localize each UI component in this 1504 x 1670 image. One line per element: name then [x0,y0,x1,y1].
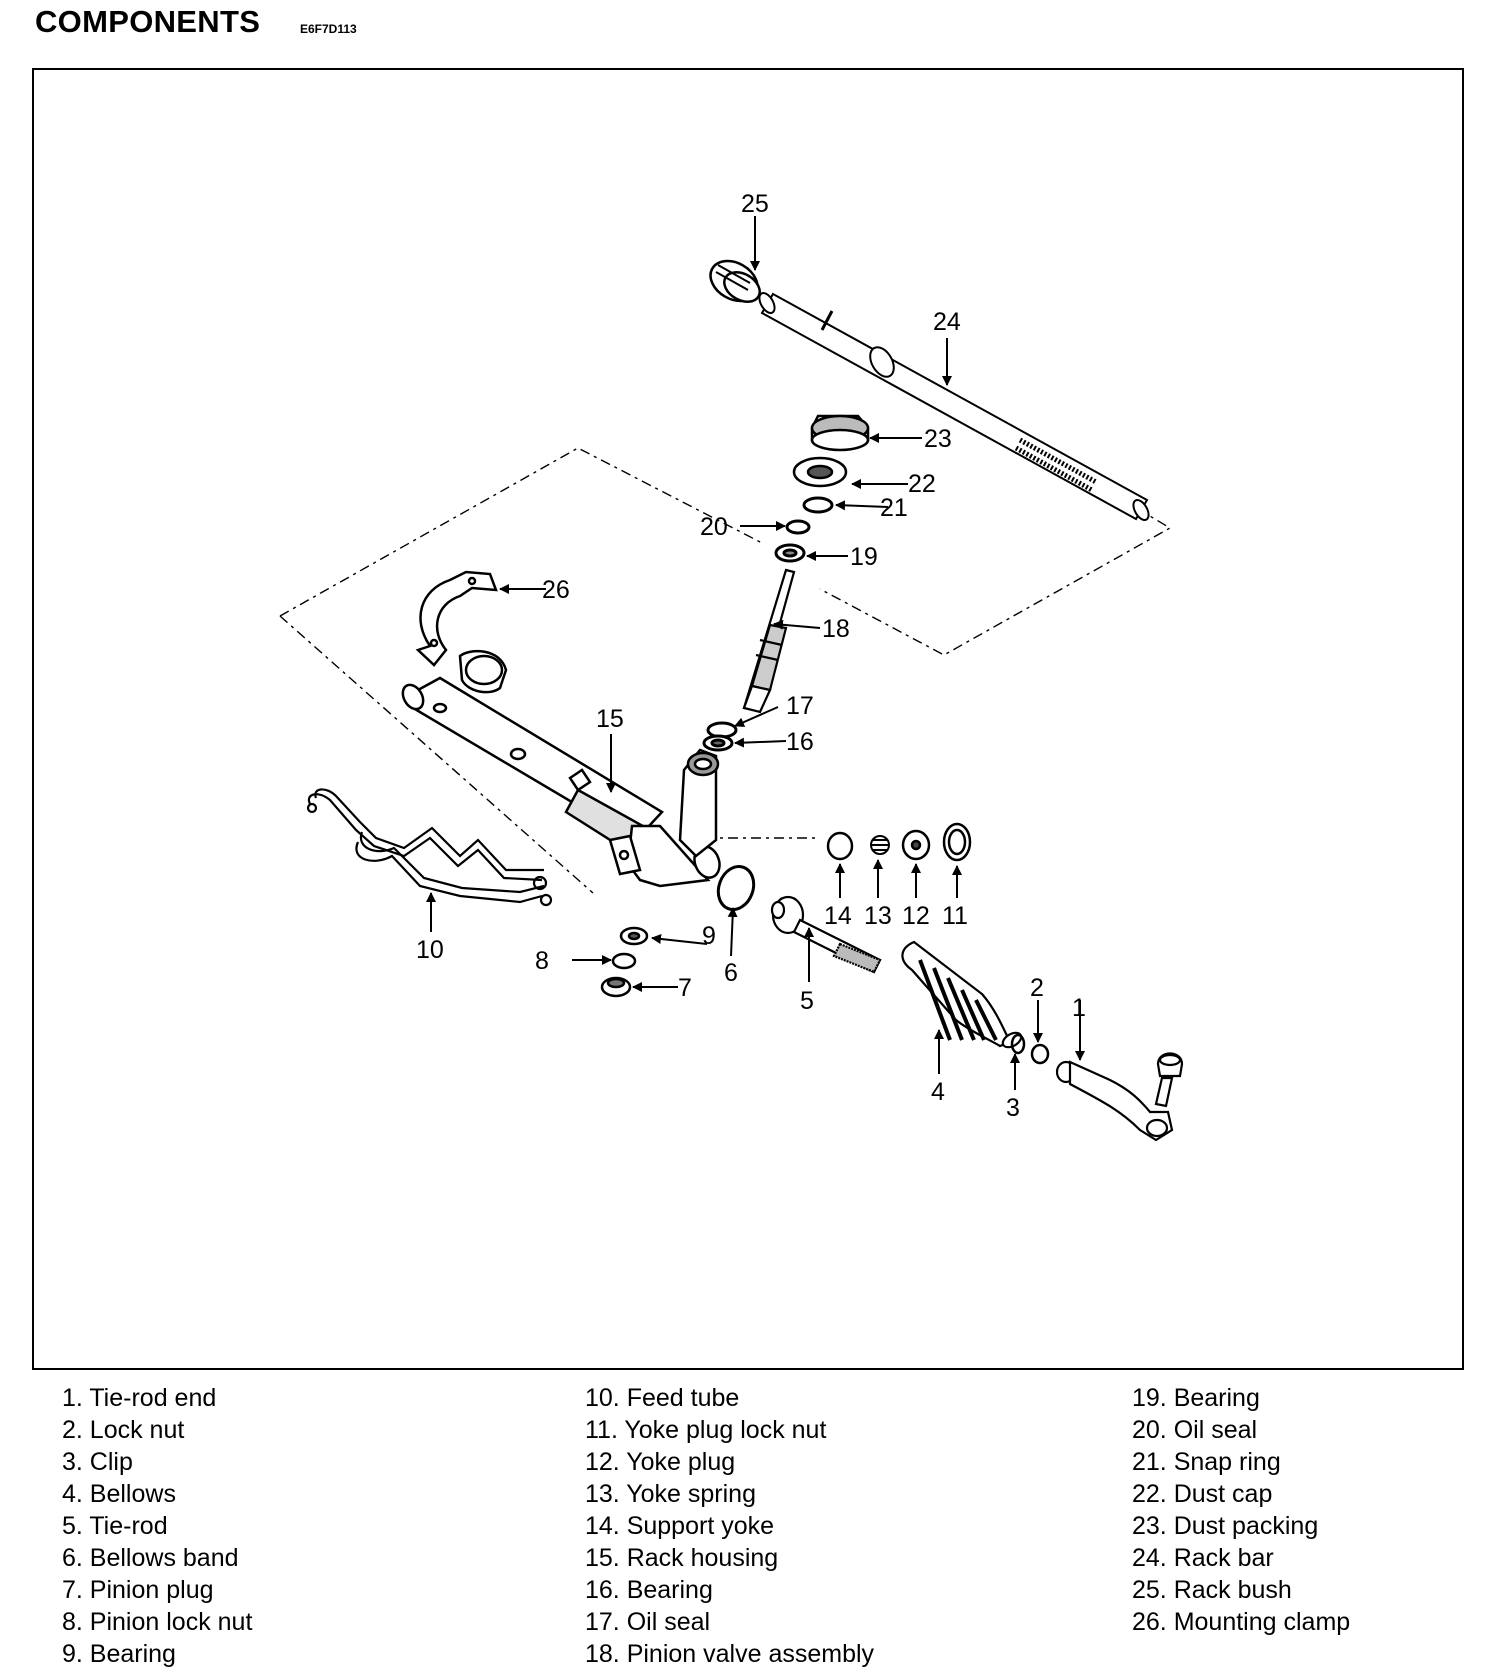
rack-bar-part [758,292,1150,521]
yoke-plug-part [901,829,931,861]
callout-1: 1 [1072,994,1086,1022]
legend-item: 26. Mounting clamp [1132,1608,1351,1636]
bearing-9-part [619,926,649,946]
legend-item: 22. Dust cap [1132,1480,1273,1508]
callout-13: 13 [864,902,892,930]
callout-20: 20 [700,513,728,541]
legend-item: 15. Rack housing [585,1544,779,1572]
callout-11: 11 [942,902,968,930]
pinion-lock-nut-part [611,952,637,970]
oil-seal-20-part [785,519,811,535]
callout-25: 25 [741,190,769,218]
feed-tube-part [306,788,553,907]
legend-item: 1. Tie-rod end [62,1384,217,1412]
callout-26: 26 [542,576,570,604]
support-yoke-part [826,831,854,861]
callout-2: 2 [1030,974,1044,1002]
legend-item: 8. Pinion lock nut [62,1608,253,1636]
legend-item: 19. Bearing [1132,1384,1260,1412]
lock-nut-part [1030,1043,1050,1065]
snap-ring-part [802,496,834,514]
legend-item: 12. Yoke plug [585,1448,736,1476]
callout-12: 12 [902,902,930,930]
dust-packing-part [810,414,870,452]
callout-8: 8 [535,947,549,975]
callout-7: 7 [678,974,692,1002]
tie-rod-part [770,895,882,974]
legend-item: 16. Bearing [585,1576,713,1604]
legend-item: 4. Bellows [62,1480,176,1508]
legend-item: 5. Tie-rod [62,1512,168,1540]
leader-arrows [426,216,1085,1090]
legend-item: 20. Oil seal [1132,1416,1258,1444]
legend-item: 23. Dust packing [1132,1512,1319,1540]
callout-4: 4 [931,1078,945,1106]
tie-rod-end-part [1055,1052,1184,1142]
yoke-plug-lock-nut-part [942,822,972,862]
callout-14: 14 [824,902,852,930]
legend-item: 17. Oil seal [585,1608,711,1636]
legend-item: 9. Bearing [62,1640,176,1668]
callout-15: 15 [596,705,624,733]
legend-column-1: 1. Tie-rod end 2. Lock nut 3. Clip 4. Be… [62,1382,252,1670]
legend-item: 24. Rack bar [1132,1544,1274,1572]
legend-item: 25. Rack bush [1132,1576,1292,1604]
legend-item: 10. Feed tube [585,1384,740,1412]
callout-labels: 25 24 23 22 21 20 19 18 17 16 15 26 10 9… [416,190,1086,1122]
legend-item: 2. Lock nut [62,1416,185,1444]
bellows-part [901,940,1023,1049]
page-title: COMPONENTS [35,4,261,39]
callout-5: 5 [800,987,814,1015]
callout-16: 16 [786,728,814,756]
pinion-plug-part [600,976,632,998]
legend-item: 11. Yoke plug lock nut [585,1416,827,1444]
document-code: E6F7D113 [300,22,357,36]
callout-23: 23 [924,425,952,453]
mounting-clamp-part [415,570,508,694]
callout-24: 24 [933,308,961,336]
bearing-19-part [774,543,806,563]
pinion-valve-part [742,568,796,714]
legend-item: 7. Pinion plug [62,1576,214,1604]
legend-column-3: 19. Bearing 20. Oil seal 21. Snap ring 2… [1132,1382,1350,1638]
callout-9: 9 [702,922,716,950]
callout-10: 10 [416,936,444,964]
callout-17: 17 [786,692,814,720]
legend-item: 13. Yoke spring [585,1480,756,1508]
bearing-16-part [702,734,734,752]
rack-housing-part [401,676,721,888]
callout-19: 19 [850,543,878,571]
callout-6: 6 [724,959,738,987]
callout-3: 3 [1006,1094,1020,1122]
legend-item: 14. Support yoke [585,1512,775,1540]
legend-column-2: 10. Feed tube 11. Yoke plug lock nut 12.… [585,1382,874,1670]
legend-item: 6. Bellows band [62,1544,239,1572]
callout-22: 22 [908,470,936,498]
diagram-frame [32,68,1464,1370]
legend-item: 18. Pinion valve assembly [585,1640,875,1668]
rack-bush-part [709,259,761,303]
callout-18: 18 [822,615,850,643]
dust-cap-part [792,456,848,488]
yoke-spring-part [870,835,890,855]
legend-item: 21. Snap ring [1132,1448,1281,1476]
callout-21: 21 [880,494,908,522]
legend-item: 3. Clip [62,1448,133,1476]
